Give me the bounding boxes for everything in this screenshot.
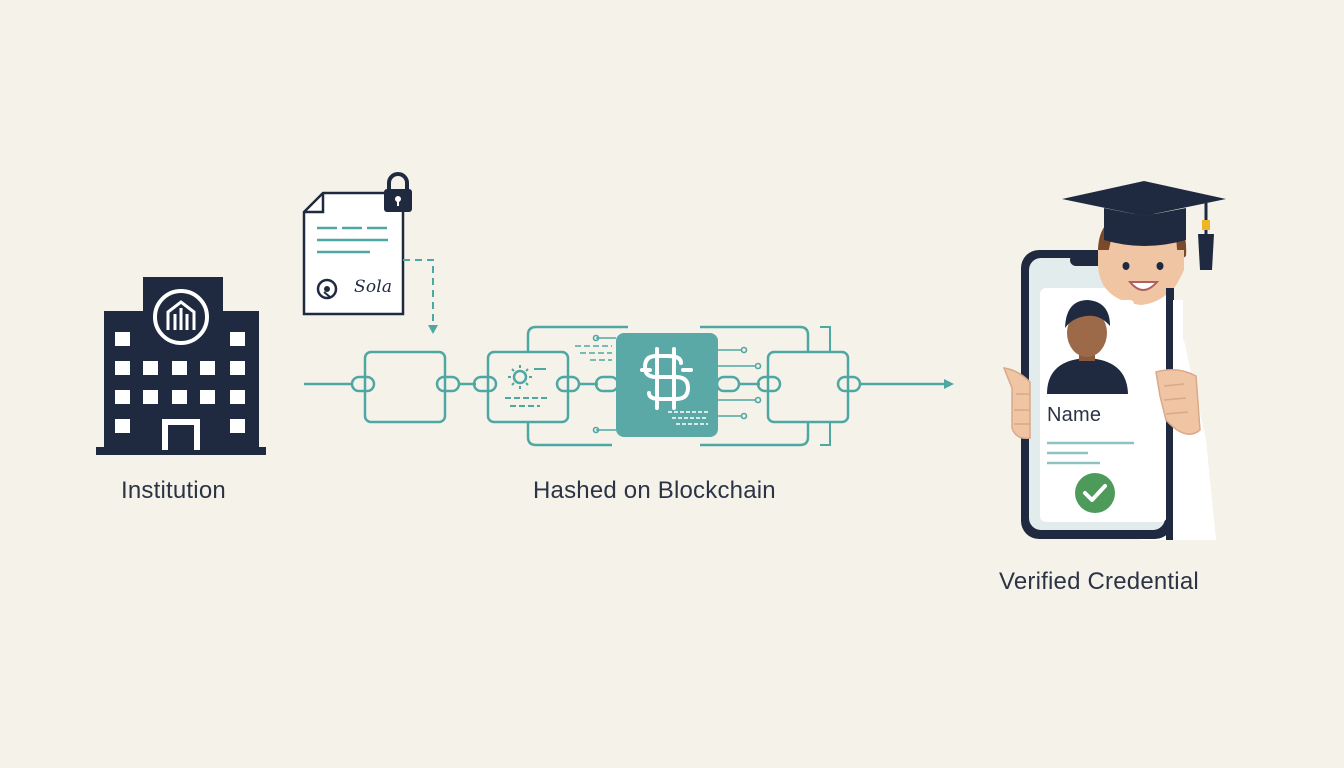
blockchain-chain xyxy=(304,325,954,447)
institution-label: Institution xyxy=(121,477,226,504)
blockchain-block-icon xyxy=(363,350,447,424)
blockchain-block-icon xyxy=(486,350,570,424)
verified-credential-label: Verified Credential xyxy=(999,568,1199,595)
credential-card-lines xyxy=(1047,441,1134,465)
blockchain-block-icon xyxy=(766,350,850,424)
blockchain-label: Hashed on Blockchain xyxy=(533,477,776,504)
checkmark-icon xyxy=(1075,473,1115,513)
institution-building-icon xyxy=(96,277,266,455)
signed-document-icon xyxy=(302,191,405,316)
signature-text: Sola xyxy=(354,277,393,297)
profile-photo-icon xyxy=(1044,300,1134,394)
padlock-icon xyxy=(384,172,412,212)
hands-icon xyxy=(1002,367,1201,440)
credential-name-label: Name xyxy=(1047,404,1102,426)
hash-symbol-icon xyxy=(616,333,718,437)
document-to-chain-connector xyxy=(403,259,438,334)
